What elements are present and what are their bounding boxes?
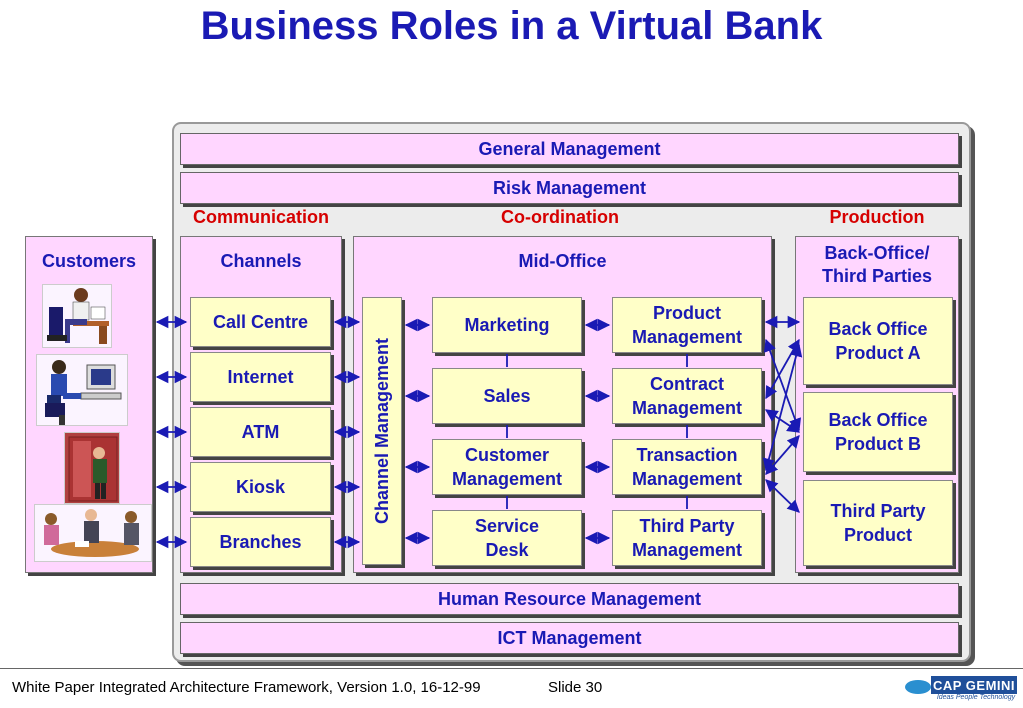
sales-label: Sales: [483, 386, 531, 406]
sales-box: Sales: [432, 368, 582, 424]
third-party-management-label: Third Party Management: [631, 516, 743, 560]
transaction-management-box: Transaction Management: [612, 439, 762, 495]
logo-wordmark: CAP GEMINI: [931, 676, 1017, 694]
transaction-tpp-arrow: [765, 479, 800, 513]
channel-call-centre: Call Centre: [190, 297, 331, 347]
customer-branch-person-icon: [64, 432, 120, 504]
channel-internet-label: Internet: [227, 367, 294, 387]
channel-atm-label: ATM: [241, 422, 280, 442]
customer-desk-person-icon: [42, 284, 112, 348]
customer-meeting-people-icon: [34, 504, 152, 562]
channel-kiosk-label: Kiosk: [235, 477, 286, 497]
customer-management-label: Customer Management: [451, 445, 563, 489]
product-management-label: Product Management: [631, 303, 743, 347]
channel-call-centre-label: Call Centre: [212, 312, 309, 332]
channel-internet: Internet: [190, 352, 331, 402]
ict-management-bar: ICT Management: [180, 622, 959, 654]
general-management-label: General Management: [478, 138, 661, 159]
risk-management-label: Risk Management: [492, 177, 647, 198]
back-office-title: Back-Office/ Third Parties: [821, 243, 933, 286]
hr-management-bar: Human Resource Management: [180, 583, 959, 615]
third-party-product-label: Third Party Product: [830, 501, 926, 545]
ict-management-label: ICT Management: [497, 627, 642, 648]
contract-management-label: Contract Management: [631, 374, 743, 418]
transaction-bob-arrow: [765, 435, 800, 475]
coordination-header: Co-ordination: [501, 207, 619, 227]
product-bob-arrow: [763, 338, 802, 432]
logo-tagline: Ideas People Technology: [936, 694, 1016, 701]
customers-title: Customers: [41, 251, 137, 271]
third-party-management-box: Third Party Management: [612, 510, 762, 566]
marketing-label: Marketing: [464, 315, 550, 335]
marketing-box: Marketing: [432, 297, 582, 353]
slide-number: Slide 30: [548, 679, 603, 696]
production-header: Production: [829, 207, 925, 227]
general-management-bar: General Management: [180, 133, 959, 165]
mid-office-title: Mid-Office: [518, 251, 607, 271]
customer-management-box: Customer Management: [432, 439, 582, 495]
back-office-product-b-box: Back Office Product B: [803, 392, 953, 472]
channel-branches: Branches: [190, 517, 331, 567]
back-office-product-a-label: Back Office Product A: [828, 319, 928, 363]
service-desk-box: Service Desk: [432, 510, 582, 566]
product-management-box: Product Management: [612, 297, 762, 353]
channel-kiosk: Kiosk: [190, 462, 331, 512]
channel-management-box: Channel Management: [362, 297, 402, 565]
third-party-product-box: Third Party Product: [803, 480, 953, 566]
footer-divider: [0, 668, 1023, 669]
service-desk-label: Service Desk: [474, 516, 540, 560]
footer-text: White Paper Integrated Architecture Fram…: [12, 679, 481, 696]
channels-title: Channels: [220, 251, 302, 271]
risk-management-bar: Risk Management: [180, 172, 959, 204]
transaction-boa-arrow: [762, 343, 803, 472]
channel-atm: ATM: [190, 407, 331, 457]
logo-mark-icon: [905, 680, 931, 694]
communication-header: Communication: [192, 207, 329, 227]
contract-bob-arrow: [764, 409, 801, 433]
channel-branches-label: Branches: [219, 532, 302, 552]
customer-computer-person-icon: [36, 354, 128, 426]
channels-panel: [180, 236, 342, 573]
back-office-product-b-label: Back Office Product B: [828, 410, 928, 454]
transaction-management-label: Transaction Management: [631, 445, 743, 489]
contract-management-box: Contract Management: [612, 368, 762, 424]
hr-management-label: Human Resource Management: [437, 588, 702, 609]
back-office-product-a-box: Back Office Product A: [803, 297, 953, 385]
slide-title: Business Roles in a Virtual Bank: [200, 4, 823, 48]
cap-gemini-logo: CAP GEMINI Ideas People Technology: [905, 676, 1017, 702]
contract-boa-arrow: [765, 338, 800, 400]
